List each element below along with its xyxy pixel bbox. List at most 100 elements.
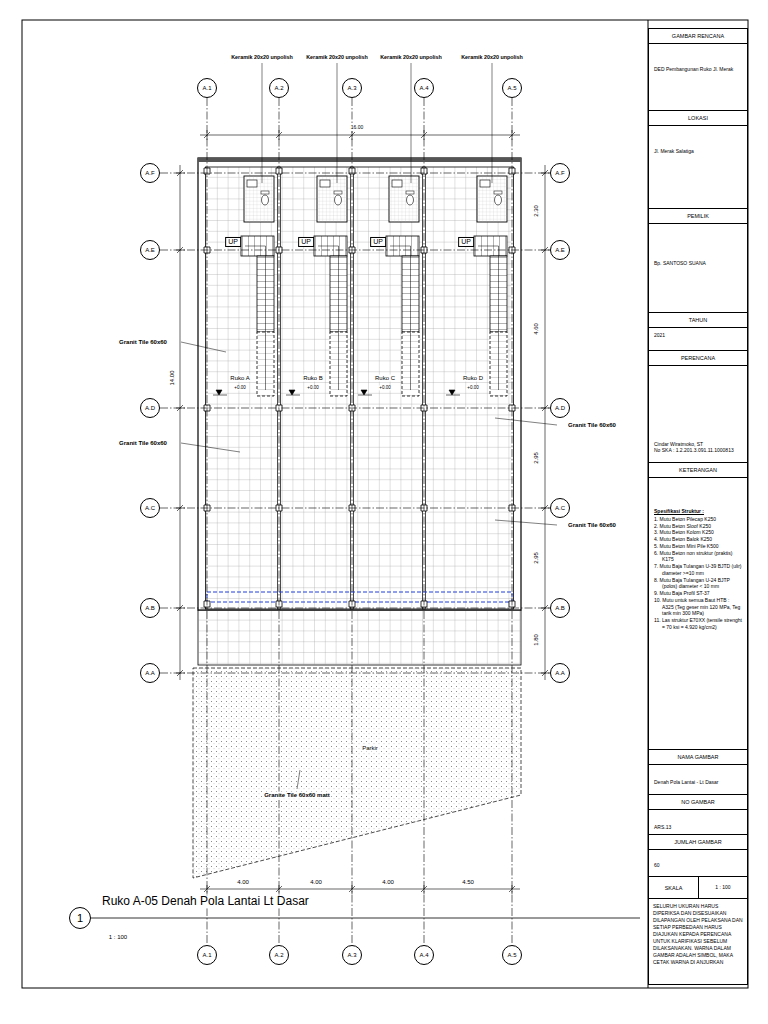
grid-bubble: A.5 <box>502 78 522 98</box>
title-block-text: DED Pembangunan Ruko Jl. Merak <box>654 66 742 73</box>
title-block-body: SELURUH UKURAN HARUS DIPERIKSA DAN DISES… <box>649 899 747 984</box>
title-block-body: 2021 <box>649 328 747 350</box>
grid-bubble: 1 <box>69 907 91 929</box>
leader-lines <box>181 63 557 789</box>
grid-line <box>424 98 425 945</box>
unit-name: Ruko A <box>229 375 250 382</box>
grid-label: A.4 <box>419 952 428 958</box>
grid-bubble: A.1 <box>197 78 217 98</box>
grid-bubble: A.C <box>140 498 160 518</box>
terrace-tiles <box>198 610 521 665</box>
dimension: 4.50 <box>461 879 475 886</box>
title-block-text: 1 : 100 <box>715 884 730 891</box>
grid-bubble: A.1 <box>197 945 217 965</box>
title-block-cell: JUMLAH GAMBAR 60 <box>648 834 748 877</box>
grid-bubble: A.A <box>550 663 570 683</box>
dimension: 2.95 <box>533 551 540 565</box>
unit-name: Ruko D <box>462 375 484 382</box>
title-block-body: 60 <box>649 850 747 876</box>
title-block-text: Jl. Merak Salatiga <box>654 148 742 155</box>
grid-bubble: A.D <box>140 398 160 418</box>
title-block-text: SELURUH UKURAN HARUS DIPERIKSA DAN DISES… <box>653 903 743 966</box>
grid-line <box>160 608 550 609</box>
grid-line <box>160 408 550 409</box>
title-block-cell: SKALA 1 : 100 <box>648 876 748 899</box>
title-block-body: Bp. SANTOSO SUANA <box>649 224 747 312</box>
canopy <box>198 158 521 162</box>
title-block-heading: KETERANGAN <box>649 463 747 478</box>
title-block-text: Bp. SANTOSO SUANA <box>654 260 742 267</box>
title-block-heading: NAMA GAMBAR <box>649 750 747 765</box>
grid-line <box>160 250 550 251</box>
finish-note: Keramik 20x20 unpolish <box>305 54 369 60</box>
grid-bubble: A.F <box>140 163 160 183</box>
dimension: 14.00 <box>169 369 176 386</box>
level-mark: +0.00 <box>466 385 479 390</box>
title-block-cell: LOKASIJl. Merak Salatiga <box>648 110 748 209</box>
title-block-heading: PERENCANA <box>649 351 747 366</box>
unit-name: Ruko B <box>302 375 324 382</box>
title-block-body: DED Pembangunan Ruko Jl. Merak <box>649 44 747 110</box>
finish-note: Granit Tile 60x60 <box>118 440 168 447</box>
drawing-title: Ruko A-05 Denah Pola Lantai Lt Dasar <box>100 895 311 908</box>
party-walls <box>278 167 426 609</box>
grid-label: A.3 <box>347 952 356 958</box>
title-block-cell: GAMBAR RENCANA DED Pembangunan Ruko Jl. M… <box>648 28 748 111</box>
title-block-cell: PEMILIKBp. SANTOSO SUANA <box>648 208 748 313</box>
spec-item: 7. Mutu Baja Tulangan U-39 BJTD (ulir) d… <box>654 563 742 577</box>
finish-note: Keramik 20x20 unpolish <box>379 54 443 60</box>
grid-bubble: A.E <box>140 240 160 260</box>
dimension: 2.30 <box>533 204 540 218</box>
title-block-heading: GAMBAR RENCANA <box>649 29 747 44</box>
title-block-heading: TAHUN <box>649 313 747 328</box>
dimension: 1.80 <box>533 633 540 647</box>
grid-label: A.1 <box>202 85 211 91</box>
grid-label: A.D <box>145 405 155 411</box>
spec-item: 3. Mutu Beton Kolom K250 <box>654 529 742 536</box>
title-block-cell: SELURUH UKURAN HARUS DIPERIKSA DAN DISES… <box>648 898 748 985</box>
spec-item: 4. Mutu Beton Balok K250 <box>654 536 742 543</box>
title-block-text: 60 <box>654 862 742 869</box>
spec-item: 1. Mutu Beton Pilecap K250 <box>654 516 742 523</box>
spec-item: 2. Mutu Beton Sloof K250 <box>654 523 742 530</box>
grid-line <box>279 98 280 945</box>
level-mark: +0.00 <box>378 385 391 390</box>
grid-bubble: A.2 <box>269 945 289 965</box>
grid-bubble: A.5 <box>502 945 522 965</box>
grid-label: A.5 <box>507 85 516 91</box>
finish-note: Granit Tile 60x60 <box>567 422 617 429</box>
title-block-text: 2021 <box>654 332 742 339</box>
finish-note: Keramik 20x20 unpolish <box>460 54 524 60</box>
title-block-body: Denah Pola Lantai - Lt Dasar <box>649 765 747 794</box>
title-block-heading: SKALA <box>649 877 699 898</box>
title-block-body: 1 : 100 <box>699 877 747 898</box>
grid-bubble: A.2 <box>269 78 289 98</box>
dimension: 2.95 <box>533 451 540 465</box>
title-block-heading: JUMLAH GAMBAR <box>649 835 747 850</box>
grid-label: A.1 <box>202 952 211 958</box>
title-block-cell: NAMA GAMBARDenah Pola Lantai - Lt Dasar <box>648 749 748 795</box>
title-block-text: No SKA : 1.2.201.3.091.11.1000813 <box>654 447 742 454</box>
grid-label: A.E <box>555 247 565 253</box>
outer-wall <box>198 158 521 610</box>
title-block-body: Spesifikasi Struktur :1. Mutu Beton Pile… <box>649 478 747 749</box>
grid-label: A.C <box>145 505 155 511</box>
grid-bubble: A.F <box>550 163 570 183</box>
grid-label: A.D <box>555 405 565 411</box>
finish-note: Keramik 20x20 unpolish <box>230 54 294 60</box>
title-block-body: Jl. Merak Salatiga <box>649 126 747 208</box>
grid-label: A.4 <box>419 85 428 91</box>
spec-item: 9. Mutu Baja Profil ST-37 <box>654 590 742 597</box>
dimension: 4.00 <box>381 879 395 886</box>
grid-bubble: A.B <box>140 598 160 618</box>
grid-label: A.A <box>145 670 155 676</box>
grid-label: 1 <box>77 913 83 924</box>
grid-label: A.5 <box>507 952 516 958</box>
grid-line <box>160 173 550 174</box>
grid-label: A.E <box>145 247 155 253</box>
grid-bubble: A.C <box>550 498 570 518</box>
title-block-cell: PERENCANACindar Wiratmoko, STNo SKA : 1.… <box>648 350 748 463</box>
level-mark: +0.00 <box>233 385 246 390</box>
columns <box>204 168 515 607</box>
